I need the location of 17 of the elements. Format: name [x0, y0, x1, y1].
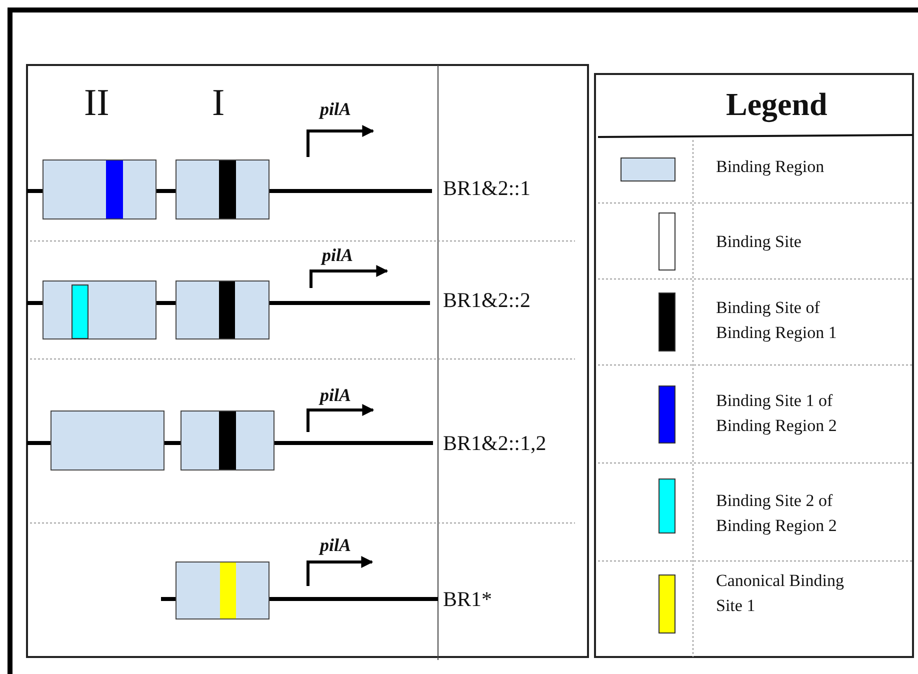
- legend-text: Binding Site 2 of Binding Region 2: [716, 490, 838, 537]
- construct-label: BR1&2::2: [443, 289, 531, 312]
- region-numeral: I: [212, 84, 225, 124]
- gene-label: pilA: [320, 536, 352, 555]
- construct-label: BR1&2::1: [443, 177, 531, 200]
- legend-text: Binding Site: [716, 231, 802, 253]
- legend-text: Binding Site 1 of Binding Region 2: [716, 390, 838, 437]
- construct-label: BR1*: [443, 588, 492, 610]
- gene-label: pilA: [320, 100, 352, 119]
- construct-label: BR1&2::1,2: [443, 432, 546, 454]
- gene-label: pilA: [322, 246, 354, 265]
- legend-text: Canonical Binding Site 1: [716, 570, 845, 617]
- legend-title: Legend: [726, 88, 828, 122]
- region-numeral: II: [84, 84, 110, 124]
- legend-text: Binding Site of Binding Region 1: [716, 297, 838, 344]
- legend-text: Binding Region: [716, 156, 826, 178]
- gene-label: pilA: [320, 386, 352, 405]
